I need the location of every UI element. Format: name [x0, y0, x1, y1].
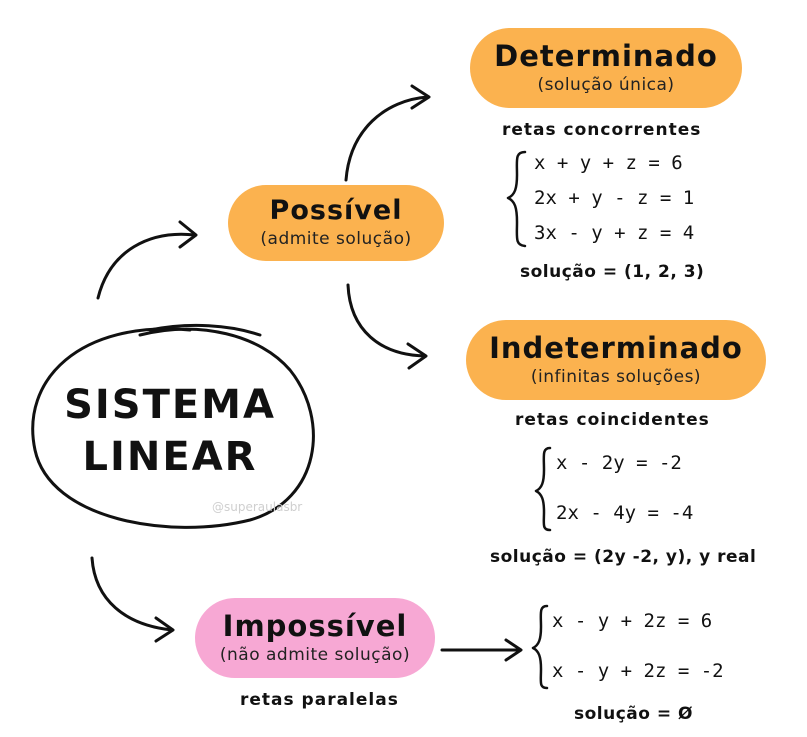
determinado-retas: retas concorrentes — [502, 120, 702, 140]
impossivel-retas: retas paralelas — [240, 690, 399, 710]
indeterminado-retas: retas coincidentes — [515, 410, 710, 430]
arrow-to-impossivel — [90, 556, 174, 632]
indeterminado-solution: solução = (2y -2, y), y real — [490, 547, 757, 567]
title-ellipse-overstroke — [148, 323, 262, 337]
brace-impossivel — [531, 604, 549, 690]
indeterminado-node: Indeterminado (infinitas soluções) — [466, 320, 766, 400]
indeterminado-title: Indeterminado — [489, 331, 743, 366]
title-ellipse — [31, 327, 315, 529]
center-title-line2: LINEAR — [82, 434, 258, 480]
indeterminado-subtitle: (infinitas soluções) — [530, 366, 702, 387]
center-title-line1: SISTEMA — [64, 382, 276, 428]
watermark: @superaulasbr — [212, 500, 303, 514]
determinado-title: Determinado — [494, 39, 718, 74]
indeterminado-eq-2: 2x - 4y = -4 — [556, 502, 694, 524]
determinado-solution: solução = (1, 2, 3) — [520, 262, 705, 282]
arrow-to-indeterminado — [346, 283, 427, 358]
possivel-title: Possível — [269, 195, 403, 227]
impossivel-solution: solução = Ø — [574, 704, 693, 724]
impossivel-eq-1: x - y + 2z = 6 — [552, 610, 713, 632]
arrow-to-determinado — [344, 95, 430, 182]
determinado-eq-3: 3x - y + z = 4 — [534, 222, 695, 244]
determinado-eq-1: x + y + z = 6 — [534, 152, 683, 174]
impossivel-subtitle: (não admite solução) — [219, 644, 411, 665]
impossivel-eq-2: x - y + 2z = -2 — [552, 660, 724, 682]
determinado-node: Determinado (solução única) — [470, 28, 742, 108]
possivel-node: Possível (admite solução) — [228, 185, 444, 261]
impossivel-node: Impossível (não admite solução) — [195, 598, 435, 678]
possivel-subtitle: (admite solução) — [260, 228, 412, 249]
determinado-subtitle: (solução única) — [537, 74, 675, 95]
determinado-eq-2: 2x + y - z = 1 — [534, 187, 695, 209]
brace-indeterminado — [534, 446, 552, 532]
brace-determinado — [506, 150, 527, 248]
indeterminado-eq-1: x - 2y = -2 — [556, 452, 682, 474]
impossivel-title: Impossível — [222, 609, 408, 644]
arrow-to-possivel — [96, 232, 197, 300]
